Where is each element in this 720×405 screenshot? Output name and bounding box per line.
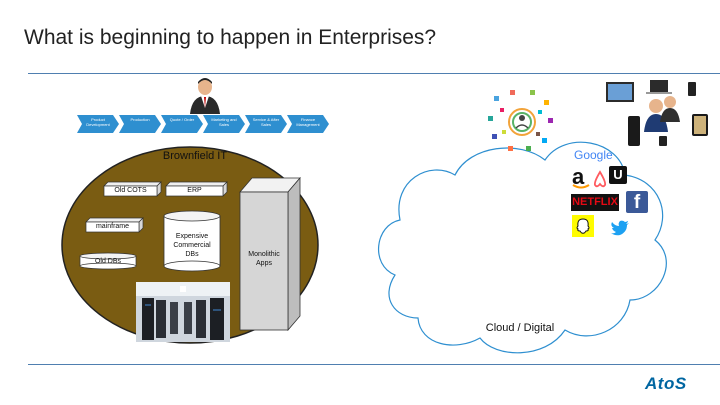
- process-step: Production: [119, 115, 161, 133]
- process-step: Finance Management: [287, 115, 329, 133]
- netflix-logo: NETFLIX: [571, 194, 619, 211]
- process-step: Marketing and Sales: [203, 115, 245, 133]
- cloud-label: Cloud / Digital: [485, 322, 555, 334]
- old-dbs-cylinder: [79, 252, 137, 270]
- slide-title: What is beginning to happen in Enterpris…: [24, 26, 437, 49]
- old-dbs-label: Old DBs: [94, 258, 122, 265]
- airbnb-icon: [593, 170, 607, 188]
- amazon-smile-icon: [572, 184, 590, 189]
- top-divider: [28, 73, 720, 74]
- atos-logo: AtoS: [645, 374, 687, 393]
- devices-icon: [606, 80, 708, 146]
- mainframe-box: [85, 217, 144, 233]
- twitter-icon: [611, 220, 629, 236]
- erp-box: [165, 181, 228, 197]
- monolithic-label: Monolithic Apps: [248, 251, 280, 267]
- google-logo: Google: [574, 148, 613, 162]
- amazon-logo: a: [572, 164, 585, 189]
- process-step: Service & After Sales: [245, 115, 287, 133]
- businessman-icon: [190, 78, 220, 114]
- brownfield-title: Brownfield IT: [162, 150, 228, 162]
- process-step: Product Development: [77, 115, 119, 133]
- app-network-icon: [488, 90, 553, 151]
- old-cots-label: Old COTS: [114, 187, 147, 194]
- mainframe-label: mainframe: [95, 223, 130, 230]
- facebook-logo: f: [626, 191, 648, 213]
- snapchat-icon: [572, 215, 594, 237]
- erp-label: ERP: [187, 187, 202, 194]
- uber-logo: U: [609, 166, 627, 184]
- commercial-db-label: Expensive Commercial DBs: [173, 233, 211, 258]
- datacenter-photo: [136, 282, 230, 342]
- commercial-db-cylinder: [163, 210, 221, 272]
- bottom-divider: [28, 364, 720, 365]
- old-cots-box: [103, 181, 162, 197]
- process-step: Quote / Order: [161, 115, 203, 133]
- monolithic-tower: [239, 176, 301, 332]
